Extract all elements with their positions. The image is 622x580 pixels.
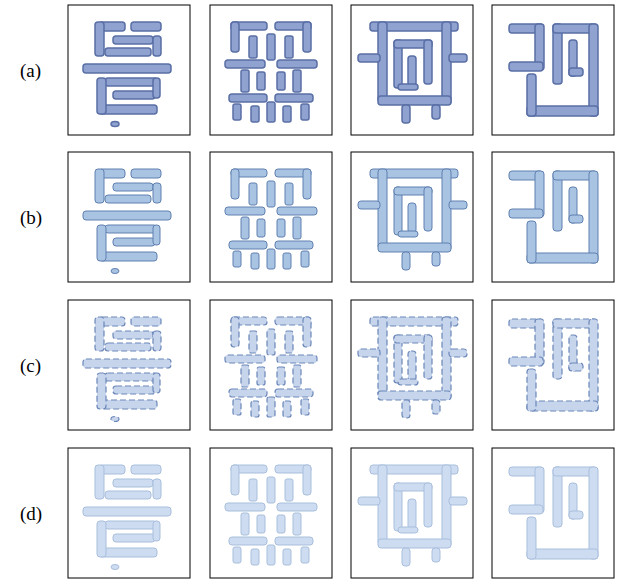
row-c-panels	[68, 300, 614, 430]
mask-pattern	[509, 171, 598, 263]
mask-pattern	[358, 465, 467, 566]
panel-frame	[68, 5, 190, 135]
row-label: (d)	[20, 504, 42, 523]
panel-frame	[210, 5, 332, 135]
panel-frame	[210, 448, 332, 578]
row-label: (c)	[20, 356, 41, 375]
panel-frame	[68, 152, 190, 282]
row-d-panels	[68, 448, 614, 578]
mask-pattern	[509, 24, 598, 116]
panel-frame	[68, 448, 190, 578]
mask-pattern	[225, 169, 317, 269]
panel-frame	[210, 152, 332, 282]
row-label: (a)	[20, 61, 41, 80]
mask-pattern	[83, 22, 171, 127]
mask-pattern	[225, 317, 317, 417]
panel-frame	[210, 300, 332, 430]
mask-pattern	[225, 465, 317, 565]
mask-pattern	[83, 317, 171, 422]
mask-pattern	[509, 319, 598, 411]
mask-pattern	[358, 169, 467, 270]
panel-frame	[351, 300, 473, 430]
mask-pattern	[225, 22, 317, 122]
row-a-panels	[68, 5, 614, 135]
panel-frame	[492, 5, 614, 135]
mask-pattern	[509, 467, 598, 559]
panel-frame	[492, 300, 614, 430]
mask-pattern	[358, 22, 467, 123]
panel-frame	[492, 448, 614, 578]
row-label: (b)	[20, 208, 42, 227]
panel-frame	[492, 152, 614, 282]
mask-pattern	[83, 169, 171, 274]
mask-pattern	[358, 317, 467, 418]
row-b-panels	[68, 152, 614, 282]
mask-pattern	[83, 465, 171, 570]
panel-frame	[68, 300, 190, 430]
panel-frame	[351, 448, 473, 578]
panel-frame	[351, 152, 473, 282]
panel-frame	[351, 5, 473, 135]
